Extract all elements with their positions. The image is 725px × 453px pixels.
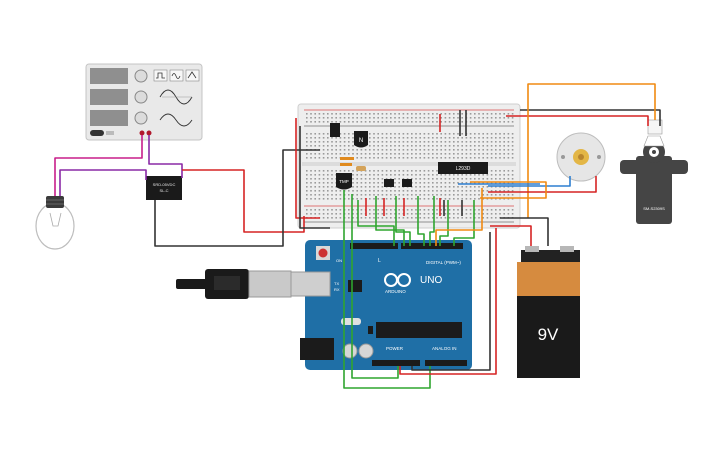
arduino-tx-label: TX: [334, 281, 339, 286]
arduino-on-label: ON: [336, 258, 342, 263]
push-buttons[interactable]: [330, 123, 412, 187]
arduino-rx-label: RX: [334, 287, 340, 292]
wires: [54, 83, 661, 389]
servo-motor[interactable]: SM-S2309S: [620, 119, 688, 224]
servo-label: SM-S2309S: [643, 206, 665, 211]
arduino-logo-icon: [384, 273, 411, 287]
arduino-digital-label: DIGITAL (PWM~): [426, 260, 461, 265]
battery-9v[interactable]: 9V: [517, 246, 580, 378]
relay[interactable]: SRD-05VDC SL-C: [146, 176, 182, 200]
relay-label-1: SRD-05VDC: [153, 182, 176, 187]
usb-cable[interactable]: [176, 269, 292, 299]
arduino-power-label: POWER: [386, 346, 404, 351]
light-bulb-icon[interactable]: [35, 196, 75, 250]
motor-driver-label: L293D: [456, 166, 471, 172]
battery-label: 9V: [538, 325, 559, 344]
arduino-brand: ARDUINO: [385, 289, 406, 294]
arduino-uno[interactable]: L TX RX ON DIGITAL (PWM~) UNO ARDUINO PO…: [289, 240, 472, 370]
npn-transistor[interactable]: N: [354, 131, 368, 148]
motor-driver-chip[interactable]: L293D: [438, 162, 488, 174]
arduino-l-label: L: [378, 258, 381, 264]
resistors: [340, 157, 366, 171]
relay-label-2: SL-C: [159, 188, 168, 193]
temp-sensor-label: TMP: [339, 179, 349, 184]
dc-motor-icon[interactable]: [556, 132, 606, 182]
arduino-uno-logo: UNO: [420, 275, 442, 286]
temperature-sensor[interactable]: TMP: [336, 173, 352, 190]
arduino-analog-label: ANALOG IN: [432, 346, 457, 351]
transistor-label: N: [359, 138, 363, 144]
function-generator[interactable]: [85, 63, 203, 141]
